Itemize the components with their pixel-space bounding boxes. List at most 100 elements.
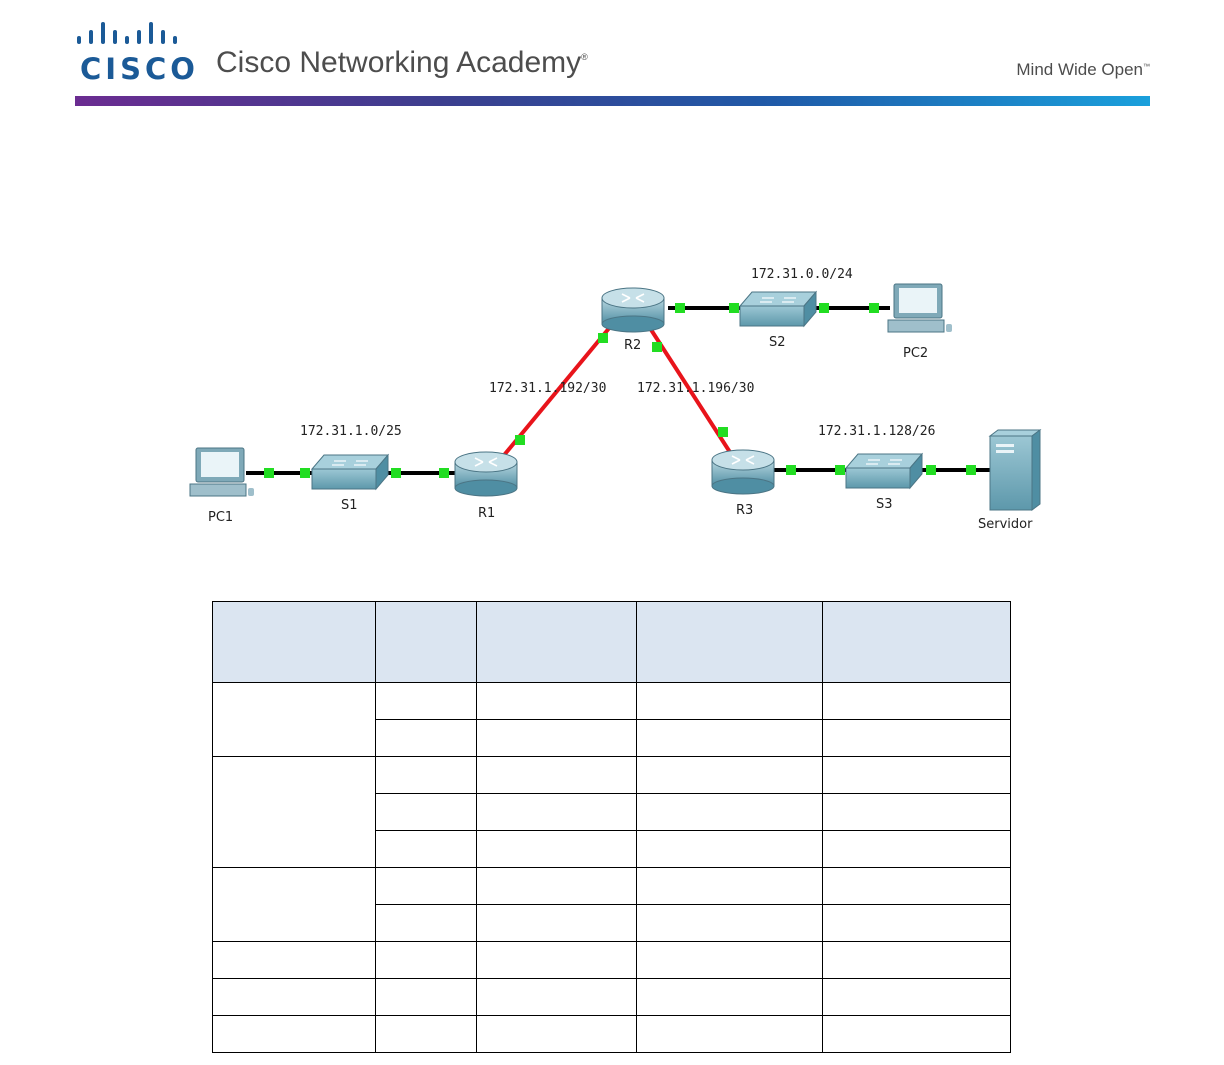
addressing-table [212,601,1011,1053]
table-cell [822,756,1011,794]
table-header-cell [476,601,637,683]
title-text: Cisco Networking Academy [216,46,582,79]
table-cell [822,941,1011,979]
table-header-cell [636,601,823,683]
table-row [212,941,1011,979]
table-cell [375,793,477,831]
table-cell [476,904,637,942]
table-cell [822,719,1011,757]
page-title: Cisco Networking Academy® [216,46,588,80]
table-row [212,756,1011,868]
status-light [966,465,976,475]
s3-device [844,452,924,490]
table-cell [375,904,477,942]
r1-label: R1 [478,506,495,521]
header-gradient-bar [75,96,1150,106]
table-cell [822,830,1011,868]
table-cell [822,1015,1011,1053]
pc-icon [189,447,254,497]
status-light [926,465,936,475]
pc-icon [887,283,952,333]
network-label-r2-lan: 172.31.0.0/24 [751,267,853,282]
pc1-label: PC1 [208,510,233,525]
r3-device [711,449,775,495]
router-icon [711,449,775,495]
table-cell [476,793,637,831]
status-light [598,333,608,343]
table-cell [476,978,637,1016]
table-cell [375,978,477,1016]
table-row [213,904,1011,942]
network-label-r3-lan: 172.31.1.128/26 [818,424,935,439]
table-cell [375,756,477,794]
table-cell [212,867,376,942]
switch-icon [844,452,924,490]
table-cell [212,978,376,1016]
status-light [835,465,845,475]
table-cell [476,1015,637,1053]
table-row [212,978,1011,1016]
table-cell [636,719,823,757]
table-cell [212,1015,376,1053]
status-light [439,468,449,478]
trademark-mark: ™ [1143,63,1150,71]
router-icon [454,451,518,497]
table-cell [375,1015,477,1053]
table-cell [822,867,1011,905]
r2-label: R2 [624,338,641,353]
table-header-cell [212,601,376,683]
table-cell [476,830,637,868]
table-header-cell [822,601,1011,683]
table-cell [212,682,376,757]
s1-device [310,453,390,491]
switch-icon [738,290,818,328]
table-cell [476,756,637,794]
tagline: Mind Wide Open™ [1016,60,1150,80]
status-light [718,427,728,437]
table-cell [375,719,477,757]
link-r2-r3 [646,323,737,462]
pc1-device [189,447,254,497]
table-cell [636,682,823,720]
table-cell [636,793,823,831]
s2-device [738,290,818,328]
r1-device [454,451,518,497]
server-label: Servidor [978,517,1033,532]
table-cell [636,867,823,905]
table-cell [822,904,1011,942]
status-light [869,303,879,313]
pc2-device [887,283,952,333]
registered-mark: ® [581,52,588,62]
status-light [652,342,662,352]
pc2-label: PC2 [903,346,928,361]
router-icon [601,287,665,333]
network-label-r1-lan: 172.31.1.0/25 [300,424,402,439]
server-icon [988,429,1042,511]
s3-label: S3 [876,497,893,512]
status-light [515,435,525,445]
table-cell [636,941,823,979]
cisco-logo [75,20,185,53]
table-cell [212,941,376,979]
table-cell [476,719,637,757]
cisco-bridge-icon [77,22,177,44]
links [246,306,990,475]
status-light [675,303,685,313]
table-row [213,830,1011,868]
table-cell [636,904,823,942]
status-light [300,468,310,478]
status-light [819,303,829,313]
tagline-text: Mind Wide Open [1016,60,1143,79]
table-cell [822,682,1011,720]
switch-icon [310,453,390,491]
table-row [212,867,1011,942]
network-topology-diagram: PC1 S1 R1 R2 [189,267,1042,532]
table-row [212,1015,1011,1053]
table-row [212,682,1011,757]
s1-label: S1 [341,498,358,513]
table-cell [375,867,477,905]
table-cell [636,1015,823,1053]
table-cell [375,682,477,720]
table-cell [636,756,823,794]
table-cell [476,941,637,979]
